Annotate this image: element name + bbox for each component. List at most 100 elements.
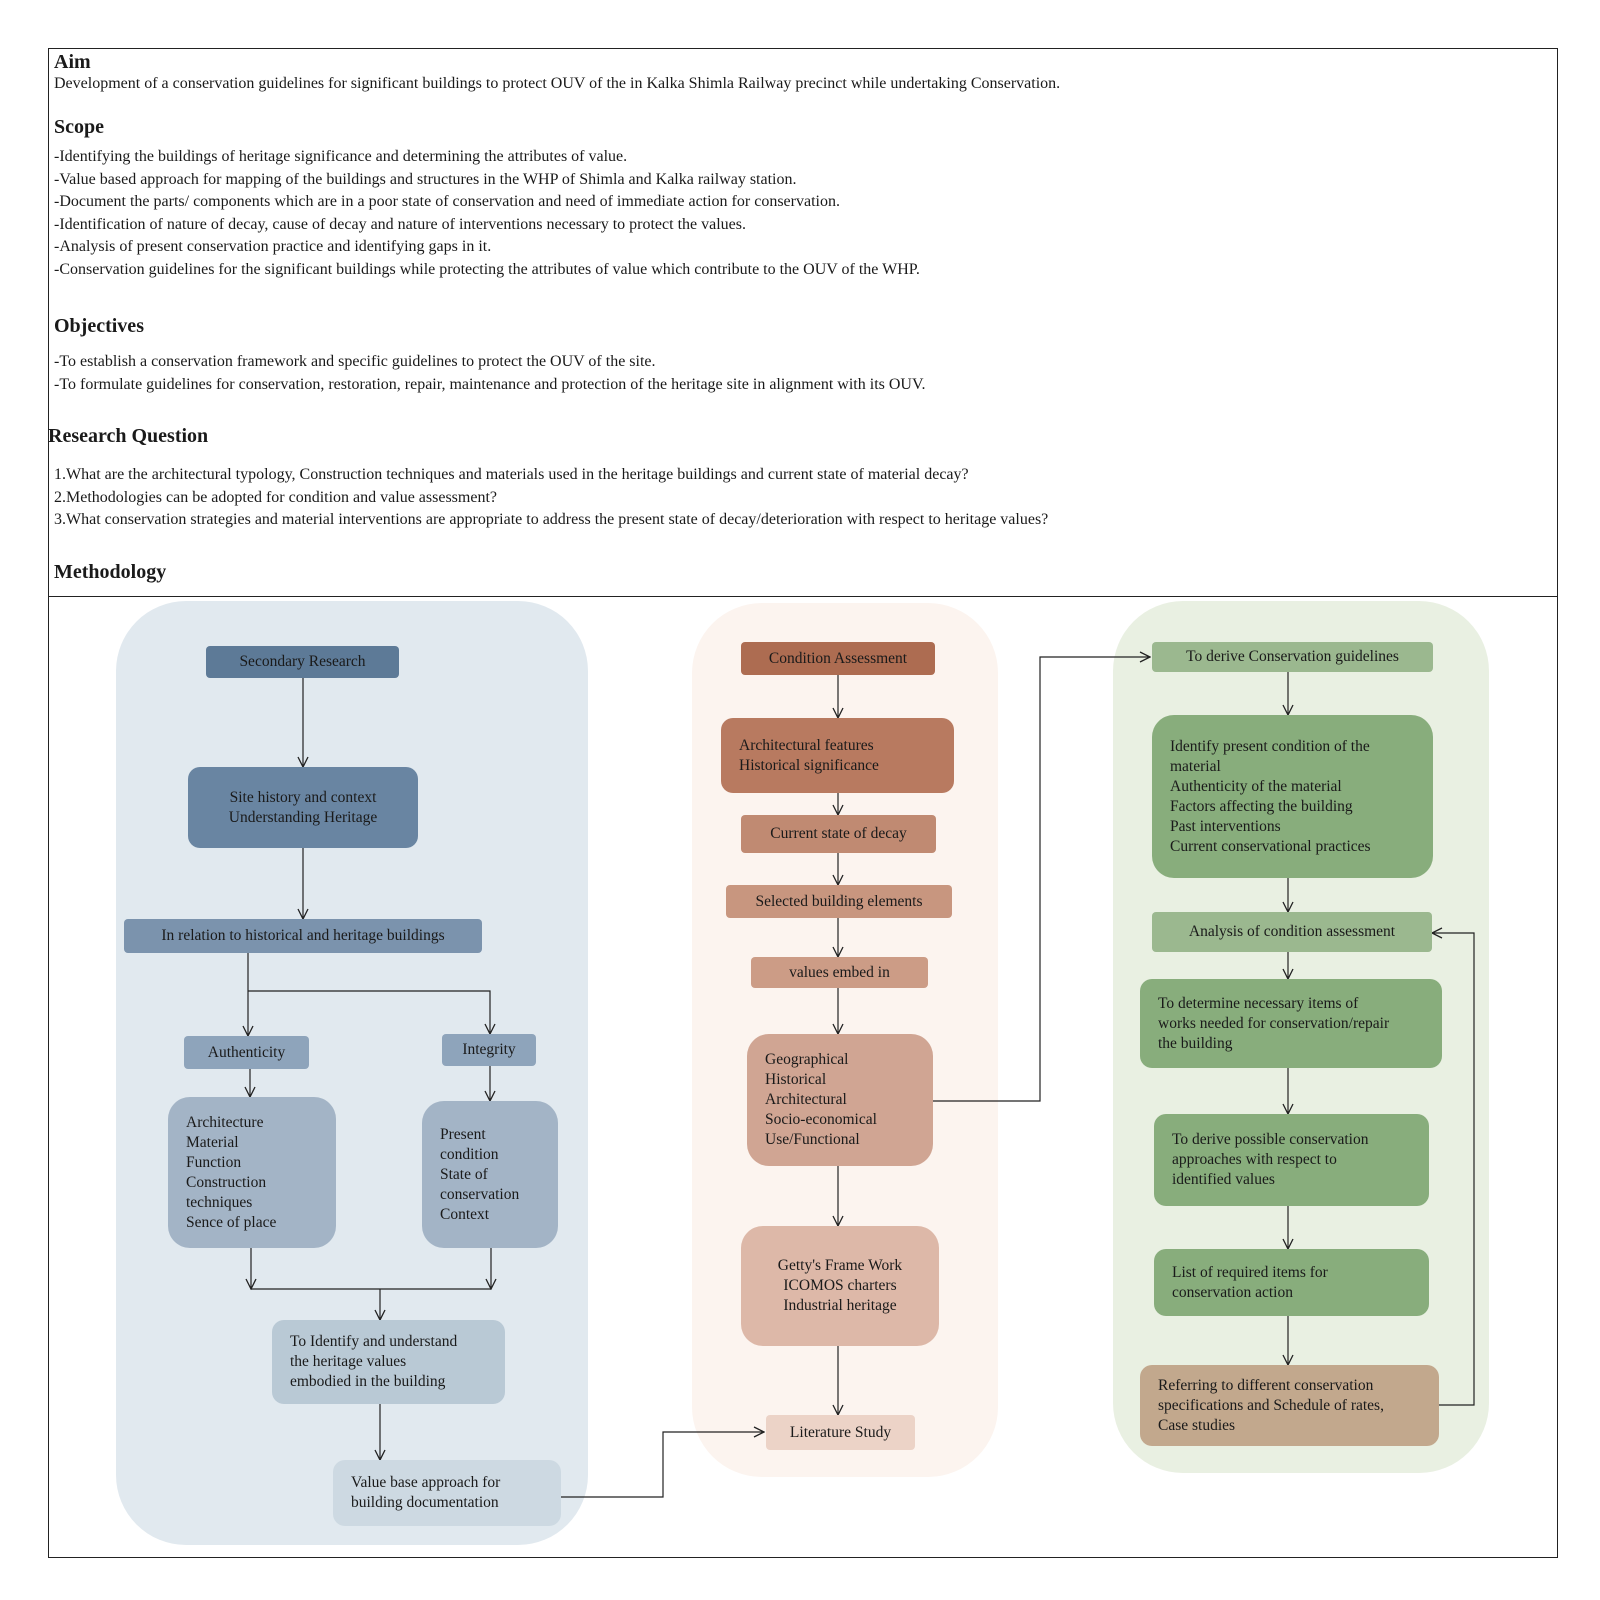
- node-line: State of: [440, 1165, 488, 1183]
- node-secondary-research: Secondary Research: [206, 646, 399, 678]
- node-authenticity-attributes: Architecture Material Function Construct…: [168, 1097, 336, 1248]
- node-line: Material: [186, 1133, 239, 1151]
- node-values-embed-in: values embed in: [751, 957, 928, 988]
- node-line: Past interventions: [1170, 817, 1281, 835]
- section-divider: [48, 596, 1558, 597]
- node-line: Authenticity: [207, 1043, 286, 1061]
- node-line: specifications and Schedule of rates,: [1158, 1396, 1384, 1414]
- node-line: ICOMOS charters: [783, 1277, 897, 1294]
- node-line: To determine necessary items of: [1158, 994, 1359, 1012]
- node-line: the heritage values: [290, 1353, 407, 1370]
- node-required-items: List of required items for conservation …: [1154, 1249, 1429, 1316]
- arrow-referring-to-analysis: [1432, 933, 1475, 1406]
- research-item: 2.Methodologies can be adopted for condi…: [54, 488, 497, 506]
- node-line: approaches with respect to: [1172, 1151, 1337, 1168]
- node-possible-approaches: To derive possible conservation approach…: [1154, 1114, 1429, 1206]
- node-line: conservation: [440, 1185, 520, 1203]
- node-line: To derive possible conservation: [1172, 1131, 1369, 1148]
- node-current-state-of-decay: Current state of decay: [741, 815, 936, 853]
- research-item: 1.What are the architectural typology, C…: [54, 466, 969, 483]
- node-integrity-attributes: Present condition State of conservation …: [422, 1101, 558, 1248]
- node-site-history: Site history and context Understanding H…: [188, 767, 418, 848]
- node-line: Architectural features: [739, 736, 874, 754]
- objectives-list: -To establish a conservation framework a…: [54, 351, 925, 396]
- node-line: Construction: [186, 1173, 267, 1191]
- node-line: Architectural: [765, 1091, 847, 1108]
- node-line: Present: [440, 1125, 486, 1143]
- methodology-heading: Methodology: [54, 561, 167, 583]
- node-determine-works: To determine necessary items of works ne…: [1140, 979, 1442, 1068]
- arrow-valuebase-to-literature: [558, 1432, 764, 1498]
- research-item: 3.What conservation strategies and mater…: [54, 511, 1049, 528]
- node-derive-guidelines: To derive Conservation guidelines: [1152, 642, 1433, 672]
- research-list: 1.What are the architectural typology, C…: [54, 464, 1048, 532]
- node-line: To derive Conservation guidelines: [1186, 648, 1399, 665]
- aim-heading: Aim: [54, 51, 91, 73]
- node-line: Socio-economical: [765, 1111, 877, 1128]
- node-line: Use/Functional: [765, 1131, 860, 1148]
- node-identify-values: To Identify and understand the heritage …: [272, 1320, 505, 1404]
- node-line: Case studies: [1158, 1416, 1236, 1434]
- node-line: Identify present condition of the: [1170, 737, 1370, 755]
- node-line: the building: [1158, 1034, 1233, 1052]
- node-line: Factors affecting the building: [1170, 797, 1353, 815]
- node-line: Analysis of condition assessment: [1188, 923, 1396, 940]
- node-line: Value base approach for: [351, 1474, 501, 1491]
- node-line: Getty's Frame Work: [777, 1257, 903, 1274]
- arrow-relation-to-integrity: [248, 990, 490, 1034]
- node-value-categories: Geographical Historical Architectural So…: [747, 1034, 933, 1166]
- node-line: Geographical: [765, 1051, 849, 1068]
- node-in-relation: In relation to historical and heritage b…: [124, 919, 482, 953]
- objective-item: -To establish a conservation framework a…: [54, 353, 656, 370]
- node-architectural-features: Architectural features Historical signif…: [721, 718, 954, 793]
- node-line: In relation to historical and heritage b…: [161, 927, 445, 944]
- node-line: Selected building elements: [755, 892, 923, 910]
- node-line: Historical significance: [739, 756, 879, 774]
- node-line: condition: [440, 1145, 499, 1163]
- node-authenticity: Authenticity: [184, 1036, 309, 1069]
- node-condition-assessment: Condition Assessment: [741, 642, 935, 675]
- node-line: building documentation: [351, 1494, 499, 1511]
- research-heading: Research Question: [48, 425, 209, 447]
- node-line: Sence of place: [186, 1213, 277, 1231]
- node-line: Understanding Heritage: [228, 808, 378, 826]
- node-analysis-condition-assessment: Analysis of condition assessment: [1152, 912, 1432, 952]
- document-frame: [48, 48, 1558, 1558]
- node-line: Function: [186, 1153, 242, 1171]
- objectives-heading: Objectives: [54, 315, 144, 337]
- scope-list: -Identifying the buildings of heritage s…: [54, 146, 920, 281]
- scope-heading: Scope: [54, 116, 104, 138]
- node-line: Authenticity of the material: [1170, 777, 1342, 795]
- node-line: Condition Assessment: [768, 649, 908, 667]
- node-line: Secondary Research: [239, 653, 366, 670]
- node-literature-study: Literature Study: [766, 1415, 915, 1450]
- node-line: material: [1170, 757, 1221, 775]
- node-line: embodied in the building: [290, 1373, 446, 1390]
- node-line: Historical: [765, 1071, 827, 1088]
- node-line: Literature Study: [789, 1423, 892, 1441]
- node-line: Context: [440, 1205, 490, 1223]
- node-line: identified values: [1172, 1171, 1275, 1188]
- scope-item: -Document the parts/ components which ar…: [54, 193, 840, 210]
- scope-item: -Conservation guidelines for the signifi…: [54, 260, 920, 278]
- node-line: Integrity: [462, 1041, 516, 1058]
- node-line: List of required items for: [1172, 1263, 1328, 1281]
- node-line: Current conservational practices: [1170, 837, 1371, 855]
- node-line: Site history and context: [229, 788, 377, 806]
- scope-item: -Identification of nature of decay, caus…: [54, 215, 746, 233]
- objective-item: -To formulate guidelines for conservatio…: [54, 375, 926, 393]
- node-line: Referring to different conservation: [1158, 1376, 1374, 1394]
- scope-item: -Identifying the buildings of heritage s…: [54, 148, 628, 165]
- node-identify-present-condition: Identify present condition of the materi…: [1152, 715, 1433, 878]
- arrow-geo-to-derive: [930, 657, 1150, 1102]
- node-line: Current state of decay: [770, 825, 907, 842]
- node-line: Architecture: [186, 1113, 264, 1131]
- node-line: conservation action: [1172, 1283, 1293, 1301]
- node-line: works needed for conservation/repair: [1158, 1014, 1390, 1032]
- node-frameworks: Getty's Frame Work ICOMOS charters Indus…: [741, 1226, 939, 1346]
- scope-item: -Value based approach for mapping of the…: [54, 170, 797, 188]
- node-line: values embed in: [789, 963, 890, 981]
- node-line: techniques: [186, 1193, 253, 1211]
- node-line: To Identify and understand: [290, 1333, 458, 1350]
